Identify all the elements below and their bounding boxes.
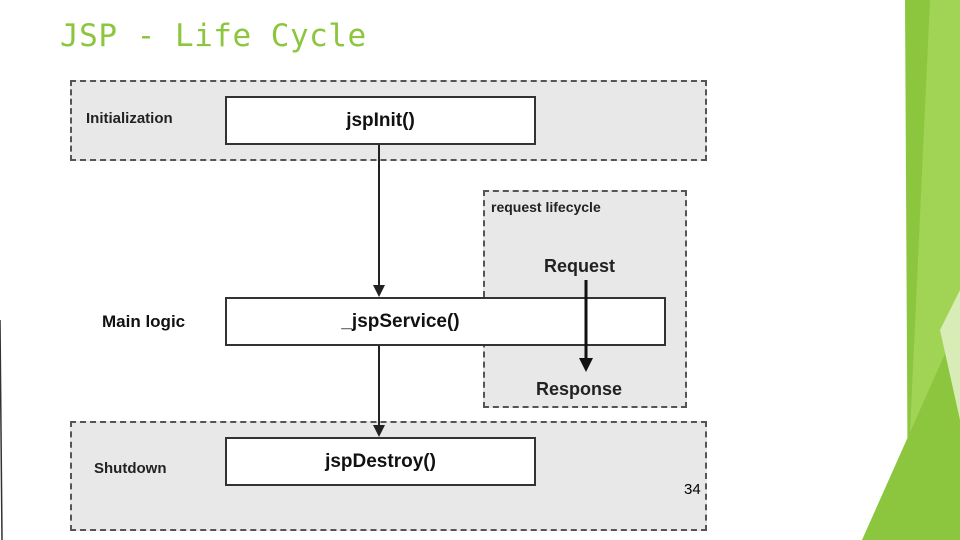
jspinit-box: jspInit() [225,96,536,145]
jspinit-label: jspInit() [346,109,415,131]
jspdestroy-label: jspDestroy() [325,450,436,472]
init-to-service-arrowhead [373,285,385,297]
jspservice-label: _jspService() [341,310,460,332]
page-number: 34 [684,481,701,498]
shutdown-label: Shutdown [94,460,167,477]
main-logic-label: Main logic [102,312,186,331]
pale-green-accent [940,290,960,420]
request-to-response-arrowhead [579,358,593,372]
response-label: Response [536,379,623,399]
request-label: Request [544,256,616,276]
initialization-label: Initialization [86,110,173,127]
jspservice-box: _jspService() [225,297,666,346]
service-to-destroy-arrowhead [373,425,385,437]
green-corner-triangle [862,320,960,540]
slide-title: JSP - Life Cycle [60,18,367,54]
jspdestroy-box: jspDestroy() [225,437,536,486]
left-edge-line [0,319,3,540]
request-lifecycle-label: request lifecycle [491,199,601,215]
